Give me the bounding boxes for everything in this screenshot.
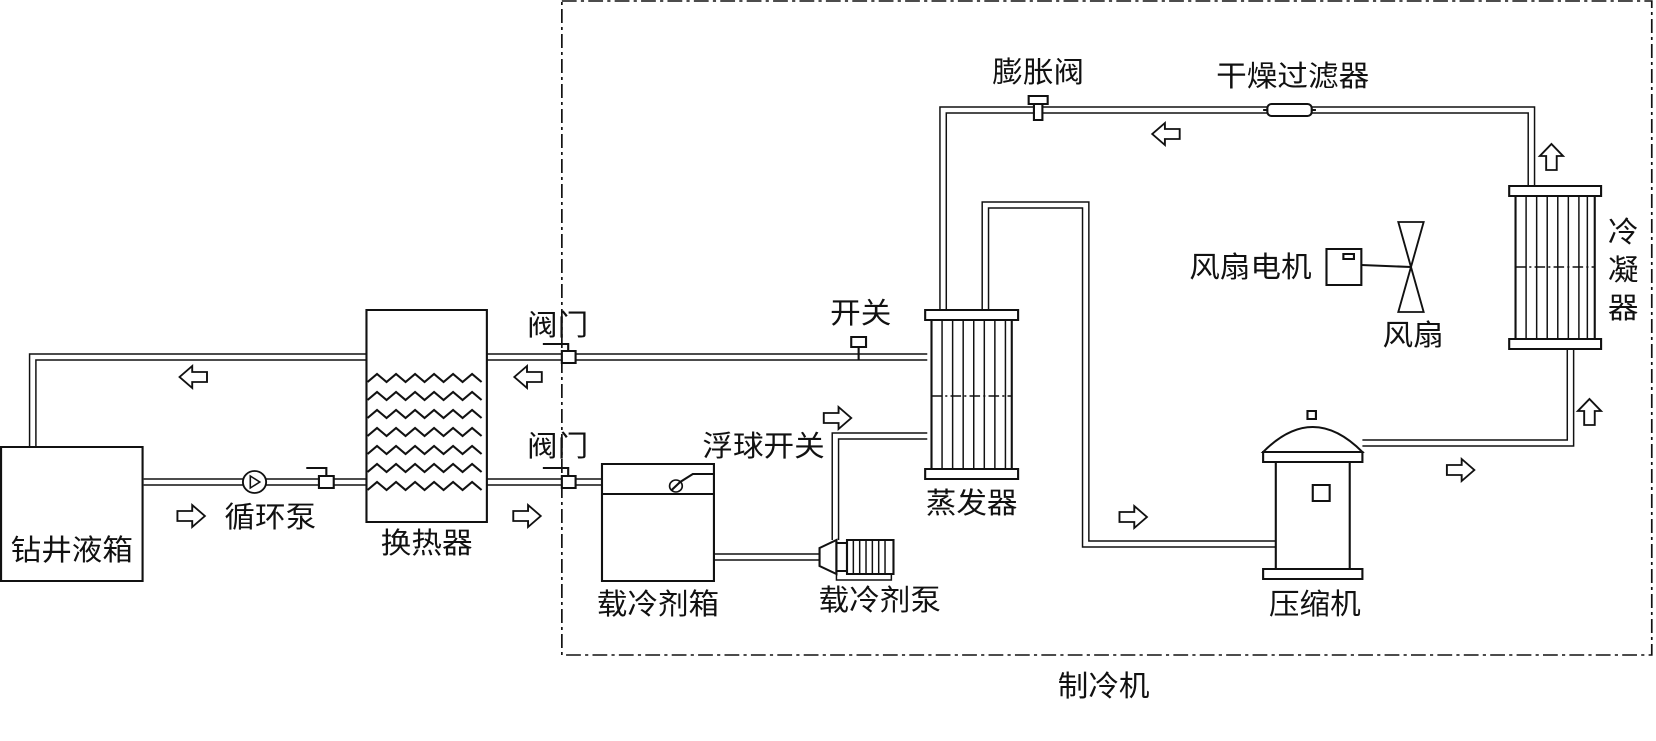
condenser-label-3: 器 [1608,292,1639,326]
flow-arrow-hx-out-left-icon [513,365,543,389]
flow-arrow-evap-to-comp-right-icon [1118,505,1148,529]
flow-arrow-hx-in-right-icon [512,504,542,528]
refrigerant-pipe-compressor-to-condenser [1362,350,1575,447]
refrigerant-pipe-evap-to-compressor [981,201,1276,548]
circulation-pump-icon [241,470,268,494]
flow-arrow-float-right-icon [822,406,853,430]
valve-icon-top [542,343,577,364]
evaporator [924,309,1020,480]
dryer-filter-icon [1263,103,1316,117]
switch-icon [850,336,868,360]
condenser-label-1: 冷 [1608,216,1639,250]
chiller-label: 制冷机 [1058,670,1150,704]
flow-arrow-return-left-icon [178,365,208,389]
coolant-tank-label: 载冷剂箱 [597,588,719,622]
flow-arrow-top-left-icon [1151,122,1181,146]
drill-tank [0,446,144,582]
return-pipe-to-drill-tank [28,353,367,447]
expansion-valve-icon [1027,95,1049,121]
heat-exchanger-coil [366,372,483,492]
valve-icon-supply [306,467,335,489]
pipe-hx-to-coolant-tank [486,478,602,486]
float-switch-label: 浮球开关 [702,430,824,464]
pipe-hx-to-evaporator [486,353,928,361]
expansion-valve-label: 膨胀阀 [992,56,1084,90]
coolant-tank [600,463,715,582]
coolant-pump-label: 载冷剂泵 [819,584,941,618]
coolant-pump-icon [818,538,895,581]
fan-icon [1397,221,1425,313]
circulation-pump-label: 循环泵 [224,501,316,535]
flow-arrow-comp-out-right-icon [1445,458,1476,482]
pipe-tank-to-pump [713,553,824,561]
dryer-filter-label: 干燥过滤器 [1216,60,1369,94]
flow-arrow-supply-right-icon [176,504,206,528]
refrigerant-pipe-top [939,106,1536,310]
heat-exchanger-label: 换热器 [381,527,473,561]
valve-top-label: 阀门 [527,309,588,343]
valve-icon-bottom [542,467,577,489]
pipe-pump-to-evaporator [831,432,928,540]
fan-label: 风扇 [1382,319,1443,353]
compressor-label: 压缩机 [1269,588,1361,622]
condenser [1508,185,1603,350]
compressor [1260,410,1365,580]
flow-arrow-condenser-in-up-icon [1576,398,1603,426]
fan-motor-icon [1325,248,1412,286]
valve-bottom-label: 阀门 [527,430,588,464]
switch-label: 开关 [830,297,891,331]
chiller-boundary [561,0,1653,656]
drill-tank-label: 钻井液箱 [11,534,133,568]
evaporator-label: 蒸发器 [926,487,1018,521]
float-switch-icon [668,473,714,493]
fan-motor-label: 风扇电机 [1189,251,1312,285]
condenser-label-2: 凝 [1608,254,1639,288]
flow-arrow-condenser-out-up-icon [1538,143,1565,171]
